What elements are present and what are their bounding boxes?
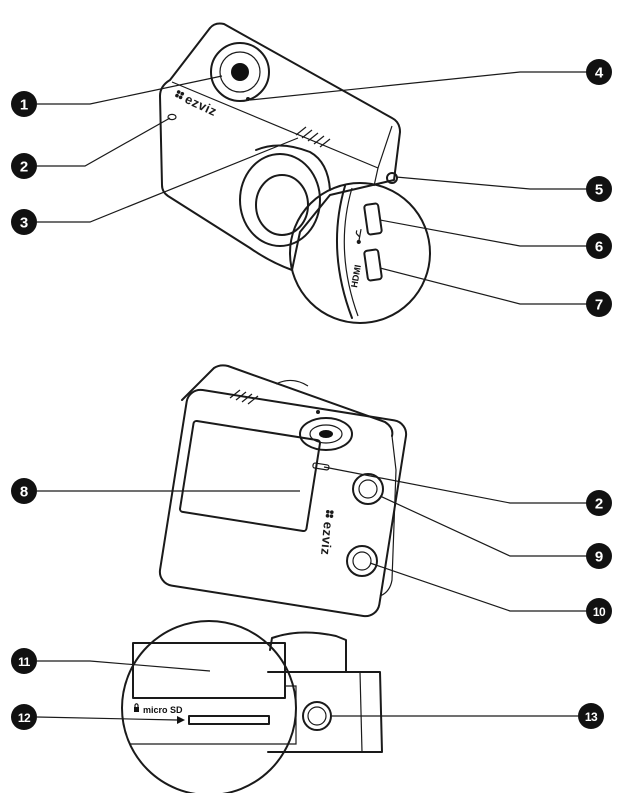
tripod-hole-ring <box>303 702 331 730</box>
callout-4: 4 <box>586 59 612 85</box>
callout-2-top: 2 <box>11 153 37 179</box>
callout-9: 9 <box>586 543 612 569</box>
lock-icon <box>134 704 139 712</box>
svg-text:1: 1 <box>20 97 28 114</box>
leader-2-top <box>37 118 170 166</box>
micro-sd-slot <box>189 716 269 724</box>
callout-7: 7 <box>586 291 612 317</box>
bottom-camera: micro SD <box>122 621 382 793</box>
speaker-grill <box>296 127 330 147</box>
leader-10 <box>370 563 588 611</box>
svg-text:9: 9 <box>595 549 603 566</box>
svg-text:5: 5 <box>595 182 603 199</box>
front-camera: ezviz HDMI <box>160 24 430 324</box>
callout-6: 6 <box>586 233 612 259</box>
brand-text-front: ezviz <box>183 91 220 119</box>
hdmi-label: HDMI <box>349 264 363 288</box>
leader-11 <box>37 661 210 671</box>
back-camera: ezviz <box>158 365 408 618</box>
select-button <box>353 552 371 570</box>
lens-barrel <box>256 145 330 190</box>
svg-text:6: 6 <box>595 239 603 256</box>
callout-10: 10 <box>586 598 612 624</box>
svg-text:7: 7 <box>595 297 603 314</box>
svg-text:4: 4 <box>595 65 604 82</box>
leader-9 <box>380 496 588 556</box>
front-camera-body <box>160 24 400 271</box>
callout-5: 5 <box>586 176 612 202</box>
svg-text:12: 12 <box>18 711 31 725</box>
micro-sd-label: micro SD <box>143 705 183 715</box>
svg-text:10: 10 <box>593 605 606 619</box>
callout-badges: 1 2 3 4 5 6 7 8 <box>11 59 612 730</box>
tripod-hole <box>308 707 326 725</box>
leader-6 <box>380 220 588 246</box>
back-shutter-center <box>319 430 333 438</box>
svg-text:2: 2 <box>20 159 28 176</box>
callout-12: 12 <box>11 704 37 730</box>
usb-icon <box>355 228 363 243</box>
slot-arrow <box>177 716 185 724</box>
power-button <box>359 480 377 498</box>
svg-text:8: 8 <box>20 484 28 501</box>
power-button-ring <box>353 474 383 504</box>
svg-text:2: 2 <box>595 496 603 513</box>
port-panel-inner <box>344 188 358 316</box>
svg-text:3: 3 <box>20 215 28 232</box>
usb-port <box>364 203 382 235</box>
lens-inner <box>256 175 308 235</box>
callout-3: 3 <box>11 209 37 235</box>
shutter-button-center <box>231 63 249 81</box>
leader-12 <box>37 717 177 720</box>
bottom-camera-edge <box>360 672 362 752</box>
hdmi-port <box>364 249 382 281</box>
leader-4 <box>250 72 588 100</box>
brand-text-back: ezviz <box>318 521 336 556</box>
leader-3 <box>37 138 298 222</box>
back-camera-top <box>182 365 392 436</box>
side-button <box>387 173 397 183</box>
select-button-ring <box>347 546 377 576</box>
leader-5 <box>396 177 588 189</box>
callout-11: 11 <box>11 648 37 674</box>
callout-2-back: 2 <box>586 490 612 516</box>
front-camera-top-edge <box>172 82 392 168</box>
leader-7 <box>380 268 588 304</box>
svg-text:11: 11 <box>18 655 31 669</box>
port-magnifier <box>290 183 430 323</box>
leader-2-back <box>324 467 588 503</box>
back-indicator-dot <box>316 410 320 414</box>
callout-1: 1 <box>11 91 37 117</box>
indicator-dot <box>246 97 250 101</box>
bottom-lens-bump <box>270 632 346 672</box>
back-screen <box>180 421 321 532</box>
brand-logo-back: ezviz <box>318 510 337 557</box>
svg-text:13: 13 <box>585 710 598 724</box>
callout-13: 13 <box>578 703 604 729</box>
callout-8: 8 <box>11 478 37 504</box>
